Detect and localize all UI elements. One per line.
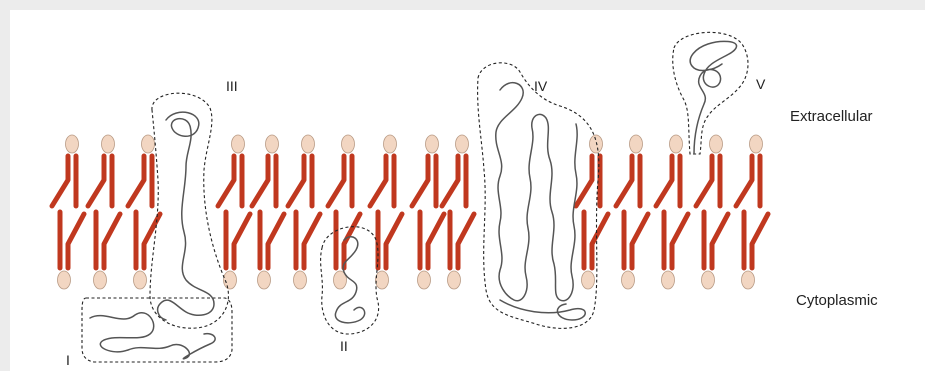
protein-ii-boundary xyxy=(321,227,379,334)
lipid-head xyxy=(384,135,397,153)
protein-i xyxy=(82,298,232,362)
lipid-head xyxy=(224,271,237,289)
lipid-tail-upper xyxy=(656,156,680,206)
lipid-head xyxy=(710,135,723,153)
phospholipid xyxy=(576,135,608,289)
lipid-head xyxy=(66,135,79,153)
lipid-tail-lower xyxy=(260,212,284,268)
lipid-head xyxy=(426,135,439,153)
lipid-head xyxy=(582,271,595,289)
lipid-head xyxy=(750,135,763,153)
lipid-head xyxy=(742,271,755,289)
lipid-head xyxy=(58,271,71,289)
lipid-tail-upper xyxy=(128,156,152,206)
lipid-head xyxy=(662,271,675,289)
phospholipid xyxy=(128,135,160,289)
lipid-head xyxy=(456,135,469,153)
lipid-head xyxy=(590,135,603,153)
protein-v xyxy=(673,32,748,154)
lipid-tail-lower xyxy=(744,212,768,268)
protein-label-ii: II xyxy=(340,338,348,354)
lipid-head xyxy=(376,271,389,289)
lipid-head xyxy=(342,135,355,153)
lipid-head xyxy=(134,271,147,289)
phospholipid xyxy=(442,135,474,289)
protein-ii xyxy=(321,227,379,334)
lipid-head xyxy=(448,271,461,289)
lipid-tail-upper xyxy=(370,156,394,206)
phospholipid xyxy=(218,135,250,289)
lipid-head xyxy=(630,135,643,153)
lipid-head xyxy=(94,271,107,289)
lipid-head xyxy=(266,135,279,153)
lipid-head xyxy=(418,271,431,289)
extracellular-label: Extracellular xyxy=(790,108,873,125)
lipid-tail-lower xyxy=(96,212,120,268)
protein-i-chain xyxy=(90,313,215,359)
phospholipid xyxy=(736,135,768,289)
phospholipid xyxy=(52,135,84,289)
lipid-head xyxy=(258,271,271,289)
protein-label-v: V xyxy=(756,76,765,92)
lipid-tail-lower xyxy=(60,212,84,268)
protein-label-iv: IV xyxy=(534,78,547,94)
phospholipid xyxy=(696,135,728,289)
lipid-tail-lower xyxy=(420,212,444,268)
phospholipid xyxy=(656,135,688,289)
cytoplasmic-label: Cytoplasmic xyxy=(796,292,878,309)
lipid-tail-upper xyxy=(442,156,466,206)
lipid-head xyxy=(702,271,715,289)
lipid-tail-lower xyxy=(226,212,250,268)
phospholipid xyxy=(412,135,444,289)
lipid-head xyxy=(302,135,315,153)
lipid-tail-upper xyxy=(616,156,640,206)
protein-iii xyxy=(150,93,228,328)
lipid-bilayer xyxy=(52,135,768,289)
lipid-tail-upper xyxy=(412,156,436,206)
lipid-tail-upper xyxy=(252,156,276,206)
phospholipid xyxy=(288,135,320,289)
lipid-tail-lower xyxy=(378,212,402,268)
lipid-tail-lower xyxy=(624,212,648,268)
protein-iii-boundary xyxy=(150,93,228,328)
lipid-tail-upper xyxy=(736,156,760,206)
protein-label-i: I xyxy=(66,352,70,368)
protein-iii-chain xyxy=(158,112,214,320)
lipid-tail-lower xyxy=(664,212,688,268)
lipid-tail-lower xyxy=(296,212,320,268)
lipid-tail-lower xyxy=(704,212,728,268)
phospholipid xyxy=(370,135,402,289)
lipid-head xyxy=(142,135,155,153)
protein-iv-chain xyxy=(496,83,577,301)
lipid-tail-upper xyxy=(218,156,242,206)
lipid-head xyxy=(102,135,115,153)
phospholipid xyxy=(616,135,648,289)
lipid-tail-upper xyxy=(88,156,112,206)
lipid-tail-upper xyxy=(52,156,76,206)
lipid-head xyxy=(294,271,307,289)
lipid-tail-upper xyxy=(696,156,720,206)
lipid-head xyxy=(622,271,635,289)
lipid-head xyxy=(670,135,683,153)
lipid-tail-lower xyxy=(450,212,474,268)
protein-label-iii: III xyxy=(226,78,238,94)
protein-v-boundary xyxy=(673,32,748,154)
lipid-tail-upper xyxy=(288,156,312,206)
phospholipid xyxy=(252,135,284,289)
phospholipid xyxy=(88,135,120,289)
protein-i-boundary xyxy=(82,298,232,362)
lipid-head xyxy=(232,135,245,153)
lipid-tail-upper xyxy=(328,156,352,206)
